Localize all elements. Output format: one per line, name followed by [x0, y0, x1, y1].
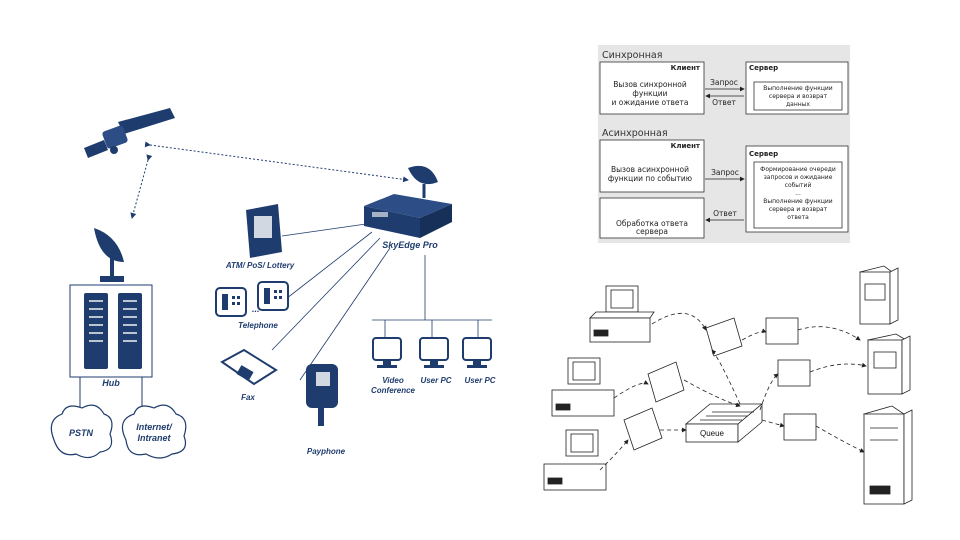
request-doc-1	[705, 317, 743, 357]
queue-label: Queue	[700, 429, 725, 438]
response-doc-2	[777, 359, 811, 387]
satellite-icon	[84, 108, 175, 158]
sync-client-text-1: Вызов синхронной	[613, 80, 687, 89]
sync-server-text-1: Выполнение функции	[763, 85, 833, 92]
atm-label: ATM/ PoS/ Lottery	[225, 261, 295, 270]
pstn-cloud: PSTN	[50, 404, 113, 459]
client-pc-2	[551, 357, 615, 417]
async-title: Асинхронная	[602, 128, 668, 139]
queue-diagram: Queue	[543, 265, 913, 505]
sync-client-title: Клиент	[671, 64, 701, 72]
skyedge-label: SkyEdge Pro	[382, 240, 438, 250]
internet-cloud: Internet/ Intranet	[121, 404, 187, 459]
sat-link-hub	[130, 154, 153, 219]
atm-icon: ATM/ PoS/ Lottery	[225, 204, 295, 270]
async-server-text-7: ответа	[787, 214, 809, 221]
sat-link-skyedge	[144, 141, 409, 183]
sync-request-label: Запрос	[710, 78, 738, 87]
server-2	[866, 333, 911, 395]
sync-async-diagram: Синхронная Клиент Вызов синхронной функц…	[598, 45, 850, 243]
response-doc-3	[783, 413, 817, 441]
sync-client-text-2: функции	[632, 89, 667, 98]
async-client-text-2: функции по событию	[608, 174, 692, 183]
internet-label-line2: Intranet	[137, 433, 171, 443]
sync-client-box	[599, 61, 705, 115]
internet-label-line1: Internet/	[136, 422, 173, 432]
async-client-title: Клиент	[671, 142, 701, 150]
sync-server-text-3: данных	[786, 101, 810, 108]
request-doc-2	[647, 361, 685, 403]
async-response-label: Ответ	[713, 209, 737, 218]
hub-box: Hub	[69, 284, 153, 388]
async-server-text-5: Выполнение функции	[763, 198, 833, 205]
sync-title: Синхронная	[602, 50, 662, 61]
sync-server-text-2: сервера и возврат	[769, 93, 828, 100]
server-1	[859, 265, 899, 325]
satellite-network-diagram: Hub PSTN Internet/ Intranet SkyEdge Pro	[50, 108, 496, 459]
async-server-text-3: событий	[785, 182, 812, 189]
async-result-text-1: Обработка ответа	[616, 219, 688, 228]
user-pc-label-2: User PC	[464, 376, 495, 385]
request-doc-3	[623, 407, 663, 451]
payphone-icon: Payphone	[306, 364, 346, 456]
flow-arrows	[599, 312, 867, 471]
payphone-label: Payphone	[307, 447, 346, 456]
skyedge-dish-icon	[408, 165, 438, 198]
hub-label: Hub	[102, 378, 120, 388]
async-server-text-4: ...	[795, 190, 801, 197]
video-conference-monitor: Video Conference	[371, 337, 416, 395]
sync-client-text-3: и ожидание ответа	[612, 98, 689, 107]
queue-box: Queue	[684, 403, 764, 443]
user-pc-label-1: User PC	[420, 376, 451, 385]
async-server-text-2: запросов и ожидание	[764, 174, 833, 181]
async-server-title: Сервер	[749, 150, 778, 158]
async-result-text-2: сервера	[636, 227, 668, 236]
video-label-line2: Conference	[371, 386, 416, 395]
async-server-text-6: сервера и возврат	[769, 206, 828, 213]
client-pc-1	[589, 285, 655, 343]
skyedge-connections	[271, 223, 492, 381]
async-result-box	[599, 197, 705, 239]
async-server-text-1: Формирование очереди	[760, 166, 836, 173]
telephone-icon: ... Telephone	[215, 281, 289, 330]
client-pc-3	[543, 429, 607, 491]
user-pc-monitor-2: User PC	[462, 337, 496, 385]
response-doc-1	[765, 317, 799, 345]
async-request-label: Запрос	[711, 168, 739, 177]
telephone-label: Telephone	[238, 321, 278, 330]
telephone-ellipsis: ...	[252, 304, 260, 314]
fax-icon: Fax	[220, 348, 278, 402]
video-label-line1: Video	[382, 376, 404, 385]
async-client-box	[599, 139, 705, 193]
sync-server-title: Сервер	[749, 64, 778, 72]
server-3	[862, 405, 913, 505]
sync-response-label: Ответ	[712, 98, 736, 107]
skyedge-box: SkyEdge Pro	[364, 194, 452, 250]
fax-label: Fax	[241, 393, 255, 402]
user-pc-monitor-1: User PC	[419, 337, 452, 385]
async-client-text-1: Вызов асинхронной	[611, 165, 689, 174]
pstn-label: PSTN	[69, 428, 94, 438]
hub-dish-icon	[94, 228, 124, 282]
